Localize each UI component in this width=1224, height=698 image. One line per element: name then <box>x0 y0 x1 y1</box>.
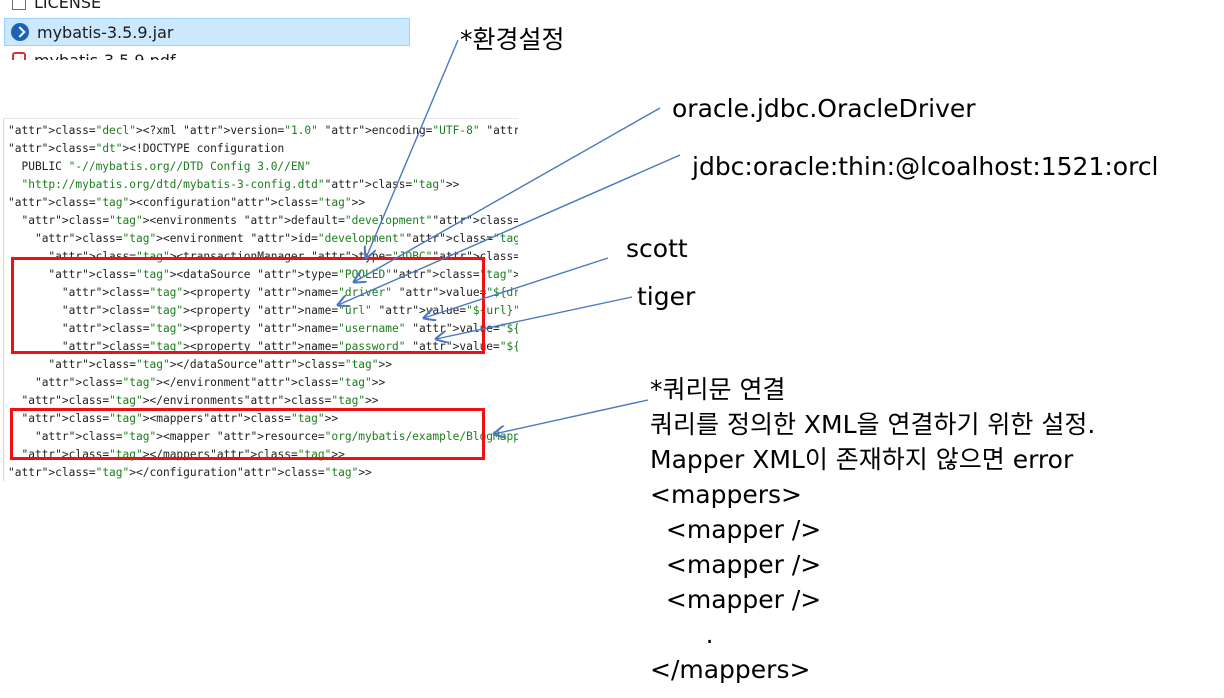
code-line: "attr">class="decl"><?xml "attr">version… <box>8 124 518 137</box>
datasource-highlight-box <box>11 257 485 354</box>
code-line: "attr">class="tag"><environments "attr">… <box>21 214 518 227</box>
document-icon <box>12 0 26 10</box>
arrow-url <box>338 154 681 305</box>
code-line: "attr">class="tag"><environment "attr">i… <box>34 232 518 245</box>
xml-code-panel: "attr">class="decl"><?xml "attr">version… <box>3 118 518 481</box>
mapper-note-line: . <box>650 620 714 649</box>
code-line: "attr">class="tag"><property "attr">name… <box>61 340 518 353</box>
file-list: LICENSE mybatis-3.5.9.jar mybatis-3.5.9.… <box>4 0 412 60</box>
code-line: "attr">class="tag"></environment"attr">c… <box>34 376 386 389</box>
file-item-jar[interactable]: mybatis-3.5.9.jar <box>4 18 410 46</box>
file-name: mybatis-3.5.9.pdf <box>34 50 176 61</box>
arrow-environment <box>366 39 459 258</box>
code-line: "attr">class="tag"></configuration"attr"… <box>8 466 372 479</box>
mapper-note-line: <mapper /> <box>650 585 822 614</box>
mappers-highlight-box <box>10 408 485 460</box>
arrow-username <box>424 257 609 318</box>
password-annotation: tiger <box>637 282 696 311</box>
mapper-note-line: <mappers> <box>650 480 802 509</box>
arrow-mappers <box>494 399 649 434</box>
code-line: "attr">class="tag"><property "attr">name… <box>61 322 518 335</box>
driver-annotation: oracle.jdbc.OracleDriver <box>672 94 976 123</box>
mapper-notes: *쿼리문 연결 쿼리를 정의한 XML을 연결하기 위한 설정. Mapper … <box>650 372 1095 687</box>
file-name: mybatis-3.5.9.jar <box>37 22 174 42</box>
mapper-note-line: <mapper /> <box>650 515 822 544</box>
mapper-note-line: *쿼리문 연결 <box>650 375 786 404</box>
file-name: LICENSE <box>34 0 102 12</box>
url-annotation: jdbc:oracle:thin:@lcoalhost:1521:orcl <box>692 152 1159 181</box>
jar-icon <box>11 23 29 41</box>
file-item-license[interactable]: LICENSE <box>4 0 410 16</box>
code-line: "attr">class="tag"><property "attr">name… <box>61 304 518 317</box>
arrow-password <box>436 296 633 339</box>
code-line: "attr">class="tag"><mapper "attr">resour… <box>34 430 518 443</box>
username-annotation: scott <box>626 234 688 263</box>
pdf-icon <box>12 52 26 60</box>
code-line: "attr">class="tag"><configuration"attr">… <box>8 196 366 209</box>
code-line: "attr">class="dt"><!DOCTYPE configuratio… <box>8 142 285 155</box>
mapper-note-line: Mapper XML이 존재하지 않으면 error <box>650 445 1074 474</box>
xml-code: "attr">class="decl"><?xml "attr">version… <box>8 122 518 481</box>
file-item-pdf[interactable]: mybatis-3.5.9.pdf <box>4 46 410 60</box>
mapper-note-line: 쿼리를 정의한 XML을 연결하기 위한 설정. <box>650 410 1096 439</box>
mapper-note-line: </mappers> <box>650 655 811 684</box>
environment-annotation: *환경설정 <box>460 25 565 54</box>
code-line: PUBLIC "-//mybatis.org//DTD Config 3.0//… <box>8 160 312 173</box>
code-line: "http://mybatis.org/dtd/mybatis-3-config… <box>21 178 460 191</box>
code-line: "attr">class="tag"><mappers"attr">class=… <box>21 412 339 425</box>
code-line: "attr">class="tag"><property "attr">name… <box>61 286 518 299</box>
code-line: "attr">class="tag"></environments"attr">… <box>21 394 379 407</box>
code-line: "attr">class="tag"></dataSource"attr">cl… <box>48 358 392 371</box>
mapper-note-line: <mapper /> <box>650 550 822 579</box>
arrow-driver <box>354 107 661 282</box>
code-line: "attr">class="tag"><dataSource "attr">ty… <box>48 268 518 281</box>
